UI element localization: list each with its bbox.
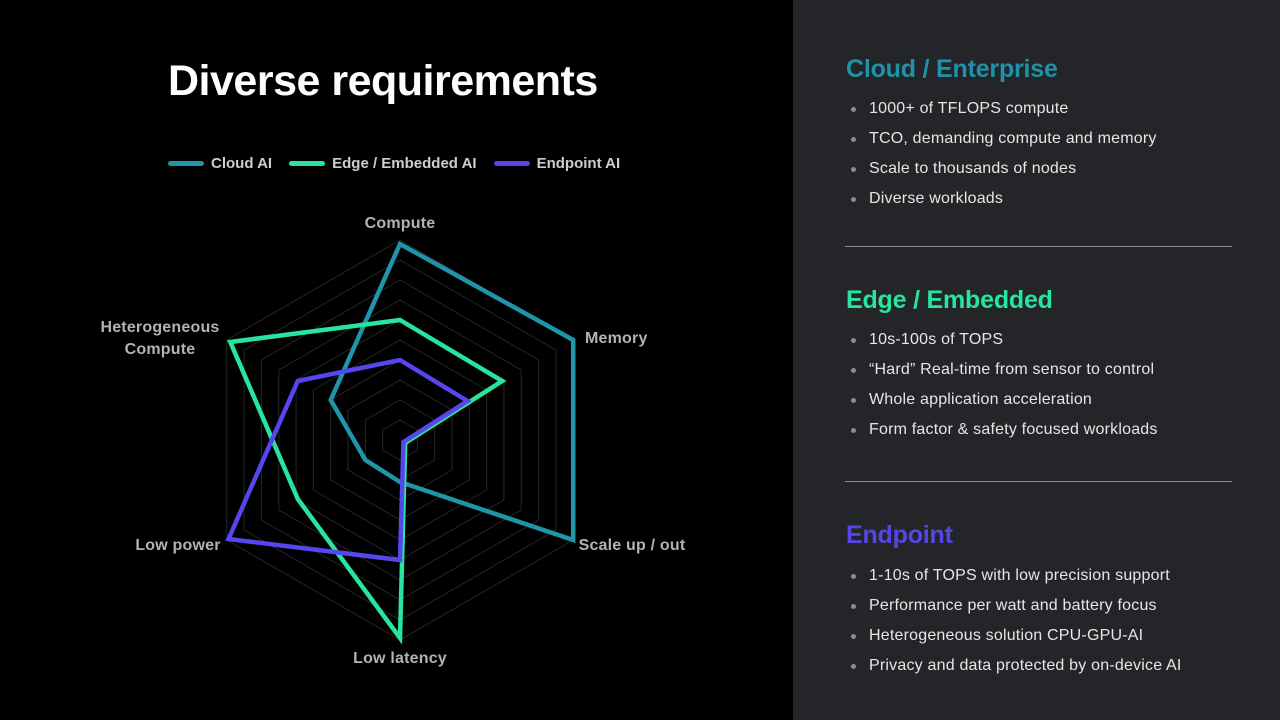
- axis-label-heterogeneous-compute: Heterogeneous Compute: [100, 319, 220, 358]
- info-panel: Cloud / Enterprise 1000+ of TFLOPS compu…: [793, 0, 1280, 720]
- bullet-text: Heterogeneous solution CPU-GPU-AI: [869, 627, 1144, 644]
- axis-label-compute: Compute: [364, 215, 436, 232]
- chart-panel: Diverse requirements Cloud AI Edge / Emb…: [100, 57, 686, 667]
- radar-series: [328, 240, 576, 544]
- section-heading-edge-embedded: Edge / Embedded: [846, 286, 1053, 314]
- list-item: TCO, demanding compute and memory: [793, 124, 1280, 154]
- axis-label-memory: Memory: [585, 330, 648, 347]
- axis-label-scale-up-out: Scale up / out: [578, 537, 686, 554]
- legend-swatch-icon: [168, 161, 204, 166]
- bullet-text: Form factor & safety focused workloads: [869, 421, 1158, 438]
- bullet-text: TCO, demanding compute and memory: [869, 130, 1157, 147]
- axis-label-low-latency: Low latency: [353, 650, 447, 667]
- cloud-bullet-list: 1000+ of TFLOPS compute TCO, demanding c…: [793, 94, 1280, 214]
- list-item: Privacy and data protected by on-device …: [793, 651, 1280, 681]
- list-item: Diverse workloads: [793, 184, 1280, 214]
- list-item: 10s-100s of TOPS: [793, 325, 1280, 355]
- bullet-icon: [851, 603, 856, 609]
- radar-series: [225, 357, 472, 563]
- bullet-text: Privacy and data protected by on-device …: [869, 657, 1182, 674]
- bullet-icon: [851, 573, 856, 579]
- axis-label-low-power: Low power: [135, 537, 221, 554]
- section-divider: [845, 481, 1232, 482]
- section-heading-cloud-enterprise: Cloud / Enterprise: [846, 55, 1058, 83]
- legend-label: Cloud AI: [211, 155, 273, 172]
- bullet-text: 1-10s of TOPS with low precision support: [869, 567, 1170, 584]
- section-divider: [845, 246, 1232, 247]
- bullet-text: “Hard” Real-time from sensor to control: [869, 361, 1155, 378]
- chart-legend: Cloud AI Edge / Embedded AI Endpoint AI: [168, 155, 620, 172]
- list-item: Form factor & safety focused workloads: [793, 415, 1280, 445]
- endpoint-bullet-list: 1-10s of TOPS with low precision support…: [793, 561, 1280, 681]
- radar-grid-ring: [382, 419, 418, 461]
- bullet-text: Performance per watt and battery focus: [869, 597, 1157, 614]
- list-item: Scale to thousands of nodes: [793, 154, 1280, 184]
- list-item: Heterogeneous solution CPU-GPU-AI: [793, 621, 1280, 651]
- list-item: Performance per watt and battery focus: [793, 591, 1280, 621]
- legend-label: Endpoint AI: [536, 155, 621, 172]
- legend-item-edge: Edge / Embedded AI: [289, 155, 477, 172]
- legend-swatch-icon: [493, 161, 530, 166]
- bullet-icon: [851, 337, 856, 343]
- edge-bullet-list: 10s-100s of TOPS “Hard” Real-time from s…: [793, 325, 1280, 445]
- bullet-icon: [851, 166, 856, 172]
- section-heading-endpoint: Endpoint: [846, 521, 953, 549]
- list-item: “Hard” Real-time from sensor to control: [793, 355, 1280, 385]
- bullet-icon: [851, 106, 856, 112]
- legend-swatch-icon: [289, 161, 326, 166]
- bullet-text: Whole application acceleration: [869, 391, 1093, 408]
- bullet-text: Diverse workloads: [869, 190, 1004, 207]
- list-item: 1-10s of TOPS with low precision support: [793, 561, 1280, 591]
- radar-chart: [225, 239, 576, 645]
- bullet-icon: [851, 367, 856, 373]
- legend-label: Edge / Embedded AI: [332, 155, 477, 172]
- list-item: 1000+ of TFLOPS compute: [793, 94, 1280, 124]
- legend-item-endpoint: Endpoint AI: [493, 155, 621, 172]
- bullet-icon: [851, 397, 856, 403]
- legend-item-cloud: Cloud AI: [168, 155, 272, 172]
- bullet-icon: [851, 633, 856, 639]
- page-title: Diverse requirements: [168, 57, 598, 105]
- bullet-icon: [851, 196, 856, 202]
- list-item: Whole application acceleration: [793, 385, 1280, 415]
- bullet-icon: [851, 136, 856, 142]
- bullet-text: 10s-100s of TOPS: [869, 331, 1004, 348]
- bullet-text: Scale to thousands of nodes: [869, 160, 1077, 177]
- bullet-icon: [851, 427, 856, 433]
- bullet-icon: [851, 663, 856, 669]
- bullet-text: 1000+ of TFLOPS compute: [869, 100, 1069, 117]
- radar-series: [227, 317, 507, 645]
